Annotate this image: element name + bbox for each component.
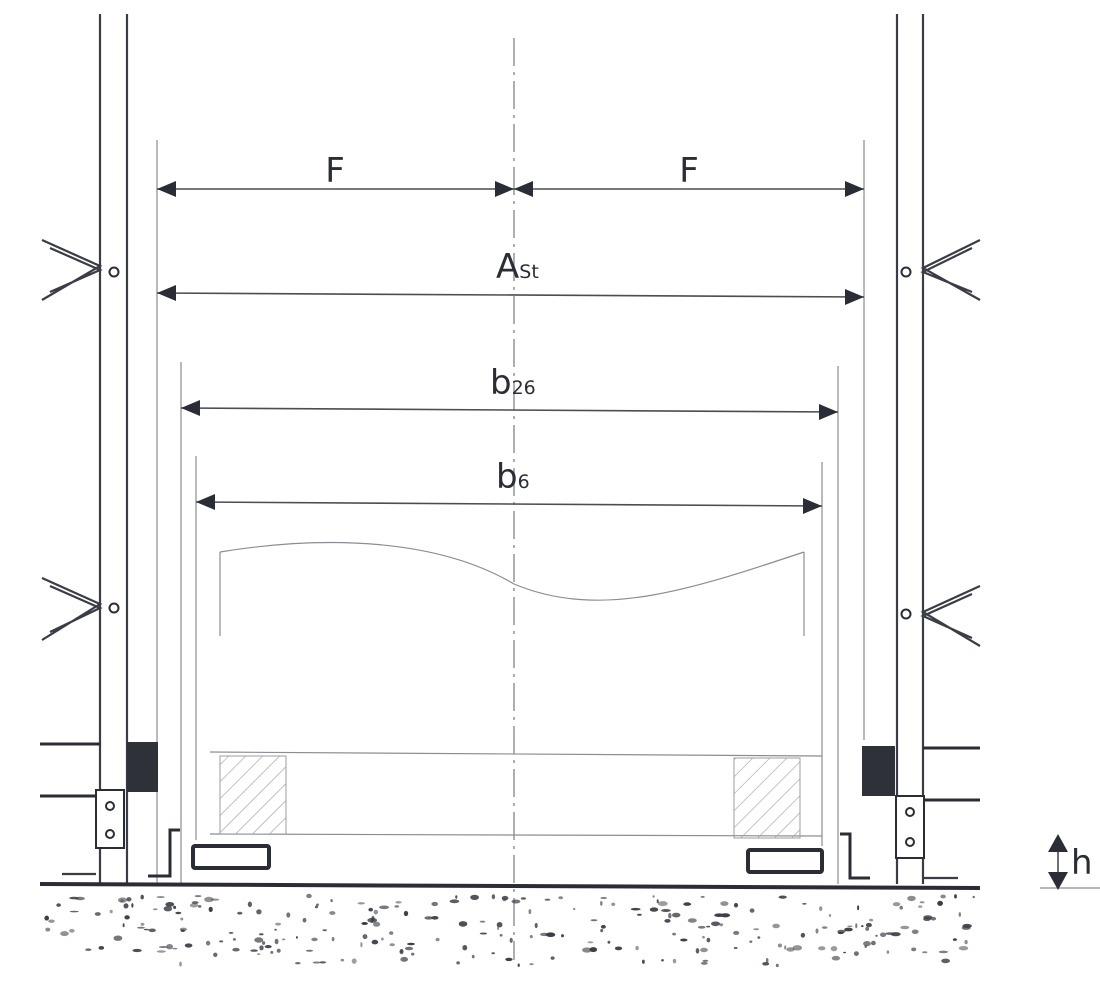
dimension-h: h: [1040, 834, 1100, 890]
dimension-b6: b6: [195, 457, 823, 514]
label-b26: b26: [490, 363, 536, 403]
dimension-F-left: F: [157, 151, 514, 197]
right-post: [837, 14, 981, 884]
bolt-icon: [108, 602, 120, 614]
label-F-left: F: [325, 151, 345, 191]
label-h: h: [1071, 843, 1093, 883]
bolt-icon: [900, 608, 912, 620]
bolt-icon: [900, 266, 912, 278]
dimension-b26: b26: [180, 363, 839, 420]
label-b6: b6: [496, 457, 530, 497]
label-A-st: ASt: [496, 247, 539, 287]
label-F-right: F: [679, 151, 699, 191]
bumper-right: [746, 848, 824, 874]
bolt-icon: [108, 266, 120, 278]
floor-line: [39, 882, 981, 890]
left-post: [40, 14, 182, 884]
door-panel: [191, 456, 824, 874]
bumper-left: [191, 844, 271, 870]
dimension-F-right: F: [514, 151, 864, 197]
dimension-A-st: ASt: [156, 247, 865, 305]
ground-speckle: [44, 893, 975, 968]
